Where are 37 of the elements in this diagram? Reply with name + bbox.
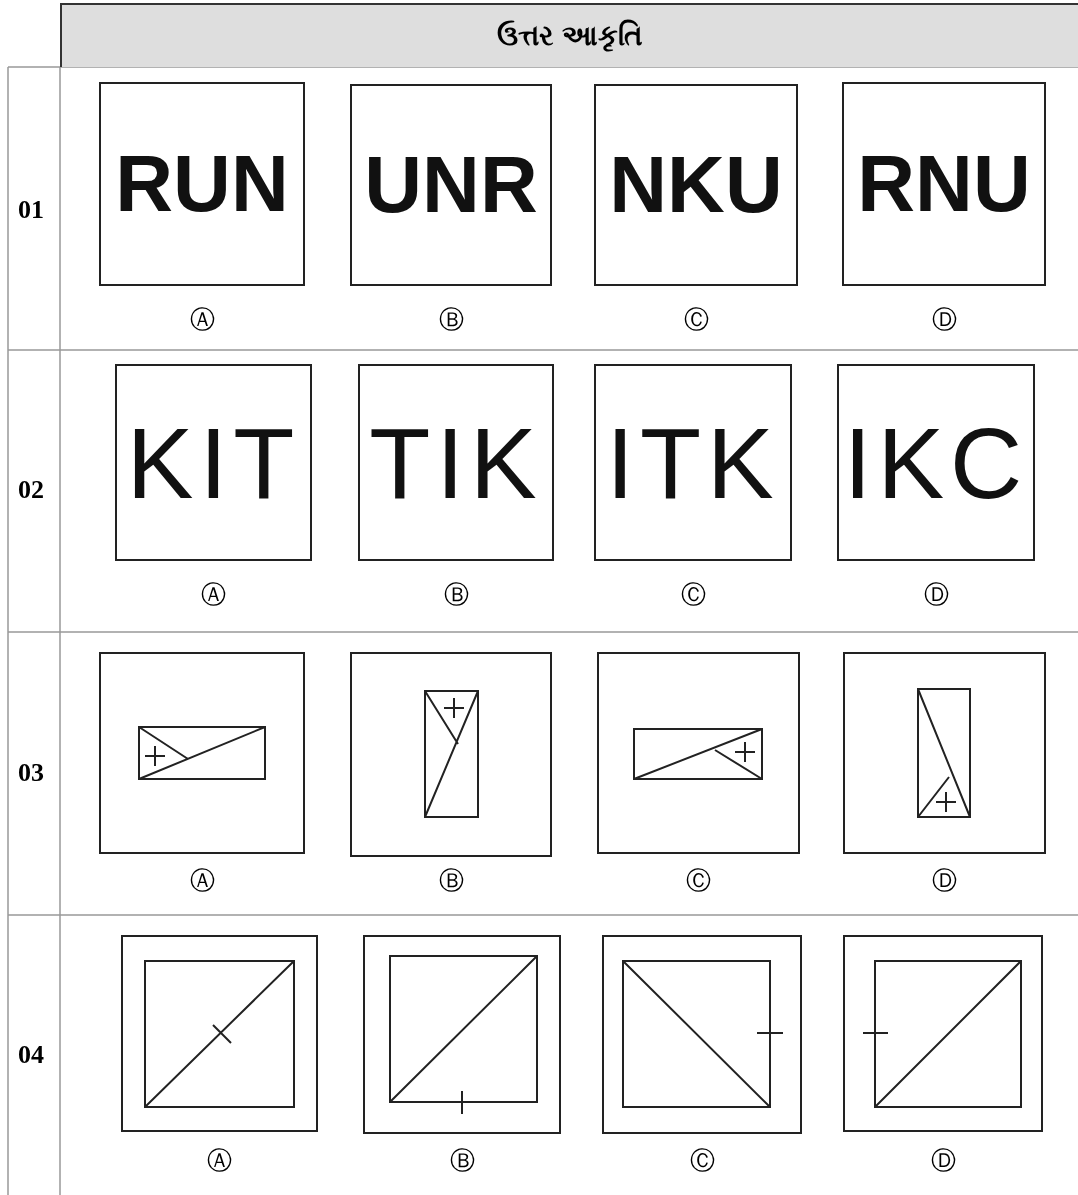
figure-drawing [121, 935, 318, 1132]
figure-drawing [99, 652, 305, 854]
row-number: 04 [18, 1040, 44, 1070]
option-letter: Ⓐ [206, 1146, 233, 1176]
figure-drawing [363, 935, 561, 1134]
option-box: NKU [594, 84, 798, 286]
figure-drawing [843, 935, 1043, 1132]
option-box: RUN [99, 82, 305, 286]
option-letter: Ⓑ [442, 580, 470, 610]
figure-drawing [597, 652, 800, 854]
option-letter: Ⓑ [448, 1146, 476, 1176]
option-letter: Ⓐ [188, 305, 216, 335]
option-letter: Ⓐ [200, 580, 227, 610]
option-box: UNR [350, 84, 552, 286]
option-letter: Ⓑ [437, 305, 465, 335]
figure-drawing [350, 652, 552, 857]
option-box: IKC [837, 364, 1035, 561]
header-cell: ઉત્તર આકૃતિ [60, 3, 1078, 67]
option-letter: Ⓒ [682, 305, 710, 335]
figure-drawing [843, 652, 1046, 854]
option-letter: Ⓒ [679, 580, 707, 610]
option-letter: Ⓑ [437, 866, 465, 896]
option-letter: Ⓓ [931, 866, 958, 896]
row-number: 02 [18, 475, 44, 505]
row-number: 01 [18, 195, 44, 225]
option-box: ITK [594, 364, 792, 561]
option-letter: Ⓒ [685, 866, 712, 896]
option-letter: Ⓓ [929, 1146, 957, 1176]
figure-drawing [602, 935, 802, 1134]
option-letter: Ⓓ [930, 305, 958, 335]
row-number: 03 [18, 758, 44, 788]
option-letter: Ⓒ [688, 1146, 716, 1176]
option-box: KIT [115, 364, 312, 561]
option-letter: Ⓓ [922, 580, 950, 610]
option-box: RNU [842, 82, 1046, 286]
option-box: TIK [358, 364, 554, 561]
option-letter: Ⓐ [188, 866, 216, 896]
